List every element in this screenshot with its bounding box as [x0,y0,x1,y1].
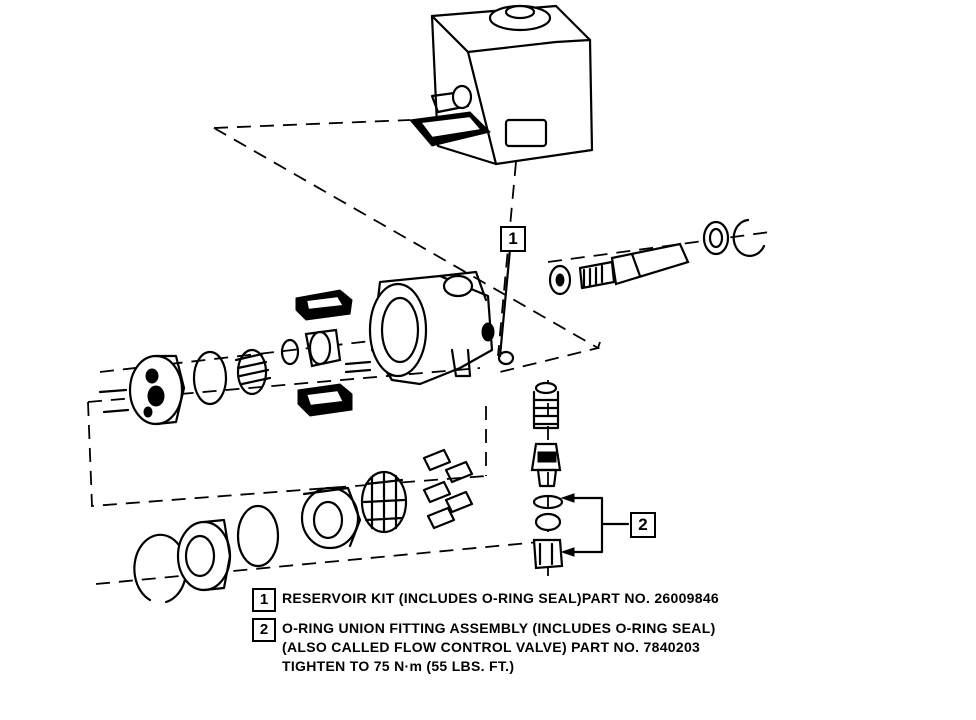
flow-control-valve [530,381,564,570]
bottom-clip [297,383,353,417]
drive-shaft [548,218,766,296]
reservoir [409,4,594,166]
top-clip [295,289,353,321]
legend-text-2-line-2: (ALSO CALLED FLOW CONTROL VALVE) PART NO… [282,639,701,655]
legend-text-2-line-1: O-RING UNION FITTING ASSEMBLY (INCLUDES … [282,620,716,636]
legend-number-1: 1 [252,588,276,612]
lower-parts-row [133,448,474,604]
callout-2: 2 [630,512,656,538]
legend-number-2: 2 [252,618,276,642]
leader-lines [87,119,771,585]
legend-text-2-line-3: TIGHTEN TO 75 N·m (55 LBS. FT.) [282,658,515,674]
pump-housing [368,270,515,386]
legend-text-1: RESERVOIR KIT (INCLUDES O-RING SEAL)PART… [282,590,720,606]
callout-1: 1 [500,226,526,252]
upper-parts-row [98,328,372,426]
